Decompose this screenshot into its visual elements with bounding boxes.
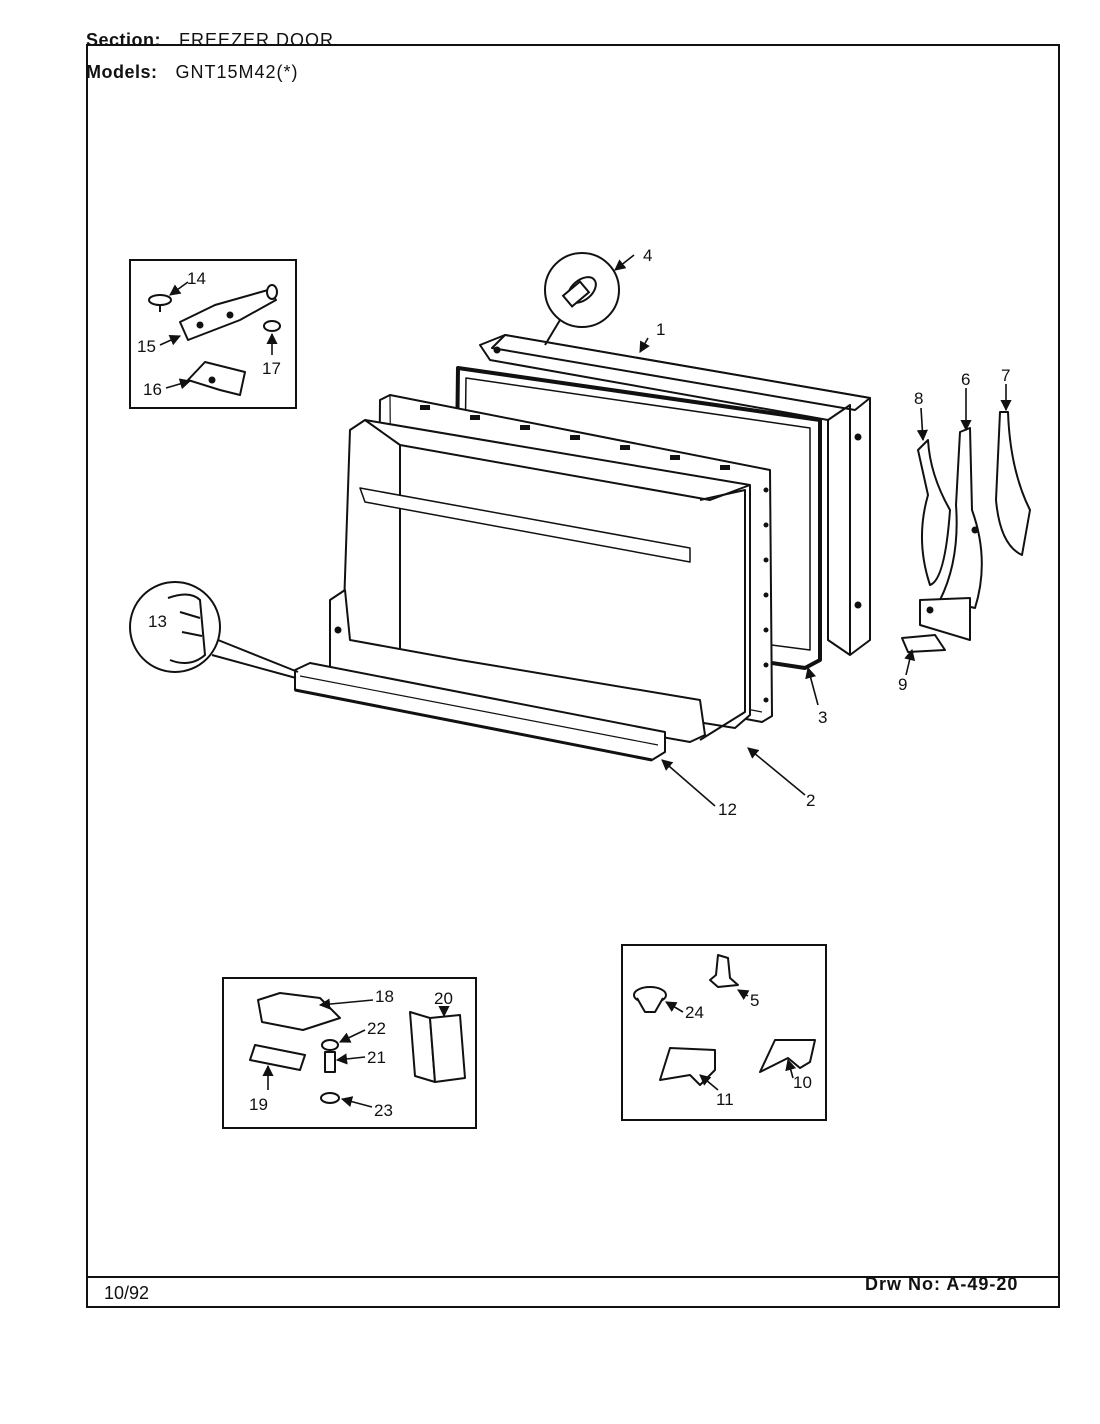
callout-labels: 1 2 3 4 5 6 7 8 9 10 11 12 13 14 15 16 1… — [137, 246, 1010, 1120]
inner-door-tub — [329, 419, 751, 743]
detail-bubble-13 — [129, 581, 299, 679]
models-label: Models: — [86, 62, 158, 82]
callout-8: 8 — [914, 389, 923, 408]
callout-24: 24 — [685, 1003, 704, 1022]
hinge-detail-box — [129, 259, 297, 409]
callout-4: 4 — [643, 246, 652, 265]
callout-16: 16 — [143, 380, 162, 399]
callout-12: 12 — [718, 800, 737, 819]
callout-23: 23 — [374, 1101, 393, 1120]
callout-22: 22 — [367, 1019, 386, 1038]
misc-parts-box — [621, 944, 827, 1121]
callout-21: 21 — [367, 1048, 386, 1067]
detail-bubble-4 — [544, 252, 620, 346]
callout-10: 10 — [793, 1073, 812, 1092]
callout-7: 7 — [1001, 366, 1010, 385]
leader-lines — [159, 254, 1012, 1108]
door-trim-strip — [294, 662, 666, 762]
door-straps — [901, 411, 1031, 653]
callout-18: 18 — [375, 987, 394, 1006]
diagram-frame — [86, 44, 1060, 1308]
callout-3: 3 — [818, 708, 827, 727]
callout-15: 15 — [137, 337, 156, 356]
callout-11: 11 — [716, 1090, 734, 1109]
outer-door-panel — [479, 334, 871, 656]
models-header: Models: GNT15M42(*) — [86, 62, 299, 83]
callout-17: 17 — [262, 359, 281, 378]
lower-hinge-detail-box — [222, 977, 477, 1129]
callout-19: 19 — [249, 1095, 268, 1114]
footer-drawing-number: Drw No: A-49-20 — [865, 1274, 1019, 1294]
callout-14: 14 — [187, 269, 206, 288]
callout-20: 20 — [434, 989, 453, 1008]
callout-13: 13 — [148, 612, 167, 631]
callout-9: 9 — [898, 675, 907, 694]
footer-divider — [86, 1276, 1060, 1278]
footer-date: 10/92 — [104, 1283, 150, 1303]
callout-1: 1 — [656, 320, 665, 339]
callout-6: 6 — [961, 370, 970, 389]
models-value: GNT15M42(*) — [175, 62, 299, 82]
callout-5: 5 — [750, 991, 759, 1010]
callout-2: 2 — [806, 791, 815, 810]
